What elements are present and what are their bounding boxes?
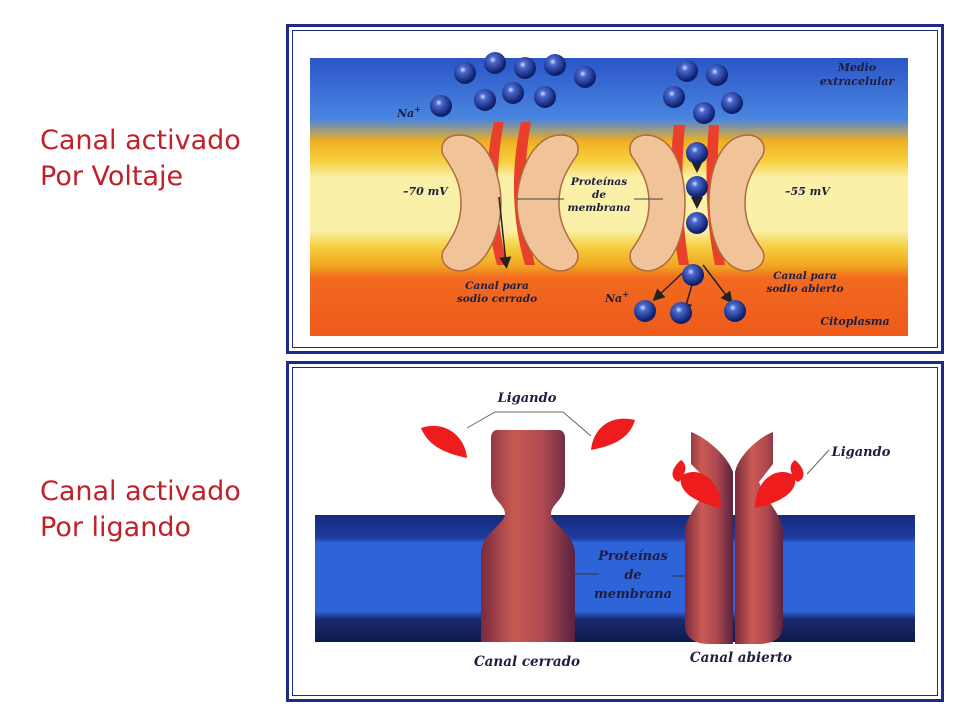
closed-channel-label: Canal cerrado (474, 654, 580, 670)
ligand-label-left: Ligando (497, 391, 557, 406)
caption-ligand-gated: Canal activado Por ligando (40, 474, 241, 546)
proteins-label-1: Proteínas (597, 549, 668, 564)
proteins-label-3: membrana (594, 587, 672, 602)
open-channel-label-1: Canal para (773, 270, 837, 282)
open-channel-label-2: sodio abierto (766, 283, 843, 295)
closed-channel-label-2: sodio cerrado (457, 293, 537, 305)
medium-label-2: extracelular (820, 75, 896, 88)
open-channel-label: Canal abierto (690, 650, 792, 666)
voltage-diagram-svg: Medio extracelular Na+ –70 mV –55 mV Pro… (310, 52, 908, 336)
ligand-molecules (421, 418, 804, 508)
open-ligand-channel (685, 432, 783, 644)
potential-left: –70 mV (403, 185, 449, 198)
caption-line-1: Canal activado (40, 476, 241, 507)
ion-label-top: Na+ (396, 104, 421, 120)
proteins-label-3: membrana (567, 202, 630, 214)
ligand-label-right: Ligando (831, 445, 891, 460)
caption-line-1: Canal activado (40, 125, 241, 156)
caption-voltage-gated: Canal activado Por Voltaje (40, 123, 241, 195)
caption-line-2: Por ligando (40, 512, 191, 543)
closed-ligand-channel (481, 430, 575, 642)
panel-inner-border (292, 30, 938, 348)
proteins-label-2: de (592, 189, 606, 201)
cytoplasm-label: Citoplasma (820, 315, 889, 328)
closed-sodium-channel (441, 122, 579, 272)
ligand-diagram-svg: Ligando Ligando Proteínas de membrana Ca… (315, 391, 915, 670)
medium-label-1: Medio (837, 61, 876, 74)
proteins-label-1: Proteínas (570, 176, 627, 188)
panel-inner-border (292, 367, 938, 696)
caption-line-2: Por Voltaje (40, 161, 184, 192)
ligand-channel-diagram: Ligando Ligando Proteínas de membrana Ca… (286, 361, 944, 702)
proteins-label-2: de (624, 568, 641, 583)
membrane-background (315, 515, 915, 642)
sodium-ions (430, 52, 746, 324)
potential-right: –55 mV (785, 185, 831, 198)
ion-label-bottom: Na+ (604, 289, 629, 305)
closed-channel-label-1: Canal para (465, 280, 529, 292)
voltage-channel-diagram: Medio extracelular Na+ –70 mV –55 mV Pro… (286, 24, 944, 354)
membrane-background (310, 58, 908, 336)
